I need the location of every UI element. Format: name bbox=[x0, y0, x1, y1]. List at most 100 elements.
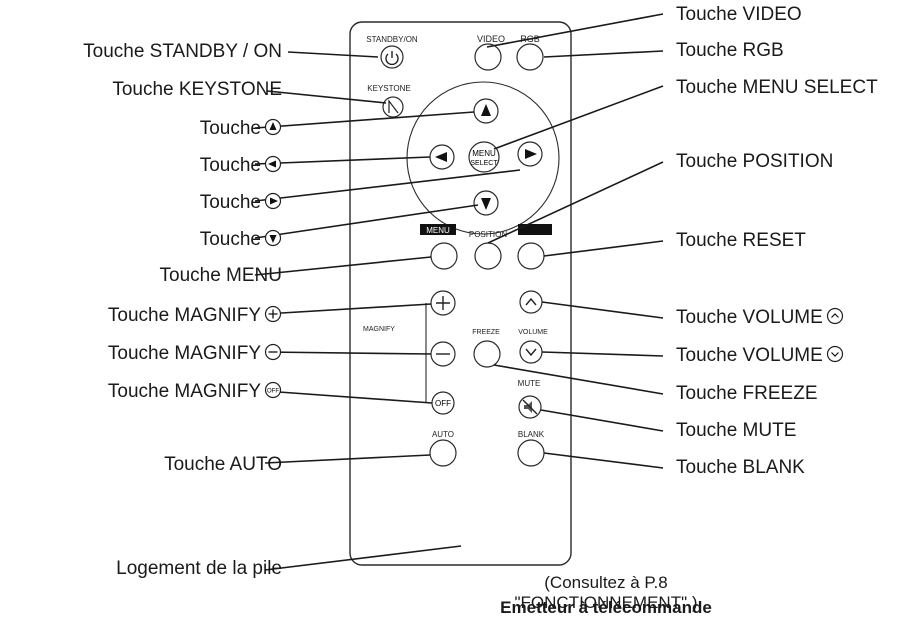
label-text: Logement de la pile bbox=[116, 558, 282, 579]
leader-line-left bbox=[254, 156, 431, 165]
label-mute: Touche MUTE bbox=[676, 420, 796, 442]
label-text: Touche VOLUME bbox=[676, 345, 823, 366]
label-rgb: Touche RGB bbox=[676, 40, 784, 62]
label-keystone: Touche KEYSTONE bbox=[0, 79, 282, 101]
leader-line-vol-down bbox=[541, 351, 664, 357]
keystone-button[interactable] bbox=[382, 96, 404, 118]
label-video: Touche VIDEO bbox=[676, 4, 802, 26]
menu-select-caption-2: SELECT bbox=[470, 160, 498, 167]
label-text: Touche VIDEO bbox=[676, 4, 802, 25]
label-menu: Touche MENU bbox=[0, 265, 283, 287]
caption-freeze: FREEZE bbox=[472, 329, 500, 336]
freeze-button[interactable] bbox=[473, 340, 501, 368]
caption-video: VIDEO bbox=[477, 34, 505, 44]
caption-volume: VOLUME bbox=[518, 329, 548, 336]
leader-line-mag-off bbox=[264, 390, 433, 404]
volume-down-button[interactable] bbox=[519, 340, 543, 364]
label-text: Touche bbox=[199, 118, 261, 139]
caption-blank: BLANK bbox=[518, 430, 545, 439]
caption-magnify: MAGNIFY bbox=[363, 326, 395, 333]
leader-line-reset bbox=[543, 240, 664, 257]
label-text: Touche FREEZE bbox=[676, 383, 818, 404]
menu-select-button[interactable]: MENU SELECT bbox=[468, 141, 500, 173]
magnify-off-button[interactable]: OFF bbox=[431, 391, 455, 415]
off-caption: OFF bbox=[435, 399, 451, 408]
label-text: Touche MENU bbox=[159, 265, 283, 286]
off-circle-icon: OFF bbox=[261, 381, 282, 402]
menu-badge bbox=[420, 224, 456, 235]
label-text: Touche VOLUME bbox=[676, 307, 823, 328]
label-vol-down: Touche VOLUME bbox=[676, 345, 844, 367]
up-button[interactable] bbox=[473, 98, 499, 124]
label-position: Touche POSITION bbox=[676, 151, 833, 173]
leader-line-right bbox=[254, 169, 521, 202]
label-text: Touche MAGNIFY bbox=[107, 381, 261, 402]
svg-text:OFF: OFF bbox=[267, 389, 279, 395]
menu-button[interactable] bbox=[430, 242, 458, 270]
footnote: (Consultez à P.8 "FONCTIONNEMENT".) bbox=[514, 573, 698, 612]
label-mag-minus: Touche MAGNIFY bbox=[0, 343, 282, 365]
label-freeze: Touche FREEZE bbox=[676, 383, 818, 405]
caption-auto: AUTO bbox=[432, 430, 454, 439]
label-reset: Touche RESET bbox=[676, 230, 806, 252]
arrow-right-icon bbox=[261, 192, 282, 213]
position-button[interactable] bbox=[474, 242, 502, 270]
label-text: Touche RESET bbox=[676, 230, 806, 251]
standby-button[interactable] bbox=[380, 45, 404, 69]
label-text: Touche BLANK bbox=[676, 457, 805, 478]
label-text: Touche bbox=[199, 192, 261, 213]
leader-line-standby bbox=[287, 51, 379, 58]
arrow-up-icon bbox=[261, 118, 282, 139]
leader-line-up bbox=[254, 111, 475, 129]
leader-line-keystone bbox=[266, 90, 387, 104]
leader-line-position bbox=[487, 161, 664, 244]
leader-line-auto bbox=[264, 454, 431, 464]
down-button[interactable] bbox=[473, 190, 499, 216]
leader-line-mag-minus bbox=[264, 351, 432, 355]
label-mag-plus: Touche MAGNIFY bbox=[0, 305, 282, 327]
right-button[interactable] bbox=[517, 141, 543, 167]
label-text: Touche KEYSTONE bbox=[112, 79, 282, 100]
leader-line-mute bbox=[540, 409, 664, 432]
label-vol-up: Touche VOLUME bbox=[676, 307, 844, 329]
leader-line-menu bbox=[254, 256, 432, 276]
reset-badge bbox=[518, 224, 552, 235]
label-text: Touche bbox=[199, 155, 261, 176]
label-text: Touche MENU SELECT bbox=[676, 77, 878, 98]
volume-up-button[interactable] bbox=[519, 290, 543, 314]
leader-line-blank bbox=[543, 452, 664, 469]
label-auto: Touche AUTO bbox=[0, 454, 282, 476]
magnify-minus-button[interactable] bbox=[430, 341, 456, 367]
reset-button[interactable] bbox=[517, 242, 545, 270]
label-text: Touche MUTE bbox=[676, 420, 797, 441]
mute-button[interactable] bbox=[518, 395, 542, 419]
label-down: Touche bbox=[0, 229, 282, 251]
leader-line-mag-plus bbox=[264, 303, 432, 315]
arrow-left-icon bbox=[261, 155, 282, 176]
label-text: Touche POSITION bbox=[676, 151, 834, 172]
leader-line-menu-select bbox=[493, 85, 664, 150]
leader-line-video bbox=[486, 13, 664, 48]
rgb-button[interactable] bbox=[516, 43, 544, 71]
menu-select-caption-1: MENU bbox=[472, 149, 496, 158]
video-button[interactable] bbox=[474, 43, 502, 71]
label-text: Touche AUTO bbox=[164, 454, 282, 475]
label-mag-off: Touche MAGNIFY OFF bbox=[0, 381, 282, 403]
magnify-plus-button[interactable] bbox=[430, 290, 456, 316]
leader-line-rgb bbox=[543, 50, 664, 58]
arrow-down-icon bbox=[261, 229, 282, 250]
auto-button[interactable] bbox=[429, 439, 457, 467]
leader-line-vol-up bbox=[541, 301, 664, 319]
caption-keystone: KEYSTONE bbox=[367, 84, 410, 93]
chevron-down-circle-icon bbox=[823, 345, 844, 366]
blank-button[interactable] bbox=[517, 439, 545, 467]
caption-menu-badge: MENU bbox=[426, 226, 450, 235]
label-text: Touche RGB bbox=[676, 40, 784, 61]
leader-line-down bbox=[254, 204, 479, 239]
plus-circle-icon bbox=[261, 305, 282, 326]
chevron-up-circle-icon bbox=[823, 307, 844, 328]
left-button[interactable] bbox=[429, 144, 455, 170]
minus-circle-icon bbox=[261, 343, 282, 364]
label-standby: Touche STANDBY / ON bbox=[0, 41, 282, 63]
